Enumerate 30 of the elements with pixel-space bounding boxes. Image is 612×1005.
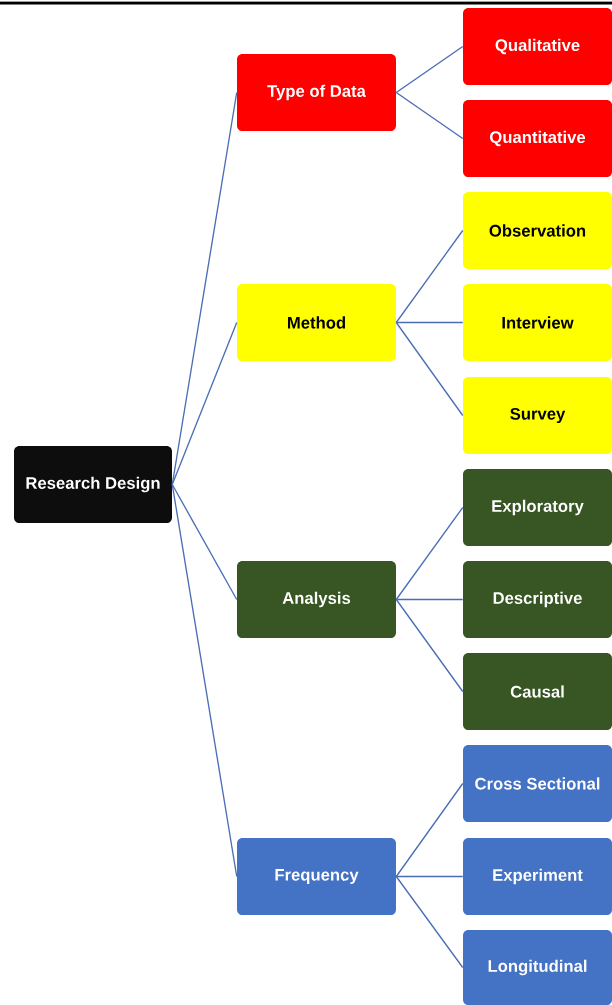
connector-line <box>171 483 238 878</box>
category-box: Longitudinal <box>463 930 612 1005</box>
connector-line <box>395 91 464 140</box>
category-box: Exploratory <box>463 469 612 546</box>
connector-line <box>395 321 464 324</box>
connector-line <box>395 598 464 693</box>
category-box: Quantitative <box>463 100 612 177</box>
connector-line <box>395 506 464 601</box>
connector-line <box>395 875 464 878</box>
connector-line <box>395 782 464 878</box>
category-box: Survey <box>463 377 612 454</box>
category-box: Type of Data <box>237 54 396 131</box>
category-box: Research Design <box>14 446 172 523</box>
category-box: Method <box>237 284 396 361</box>
category-box: Interview <box>463 284 612 361</box>
connector-line <box>395 321 464 417</box>
connector-line <box>395 45 464 94</box>
category-box: Observation <box>463 192 612 269</box>
category-box: Experiment <box>463 838 612 915</box>
category-box: Qualitative <box>463 8 612 85</box>
category-box: Causal <box>463 653 612 730</box>
category-box: Cross Sectional <box>463 745 612 822</box>
category-box: Analysis <box>237 561 396 638</box>
connector-line <box>395 229 464 324</box>
connector-line <box>171 483 238 601</box>
category-box: Descriptive <box>463 561 612 638</box>
connector-line <box>395 875 464 969</box>
connector-line <box>171 321 238 486</box>
connector-line <box>395 598 464 601</box>
category-box: Frequency <box>237 838 396 915</box>
